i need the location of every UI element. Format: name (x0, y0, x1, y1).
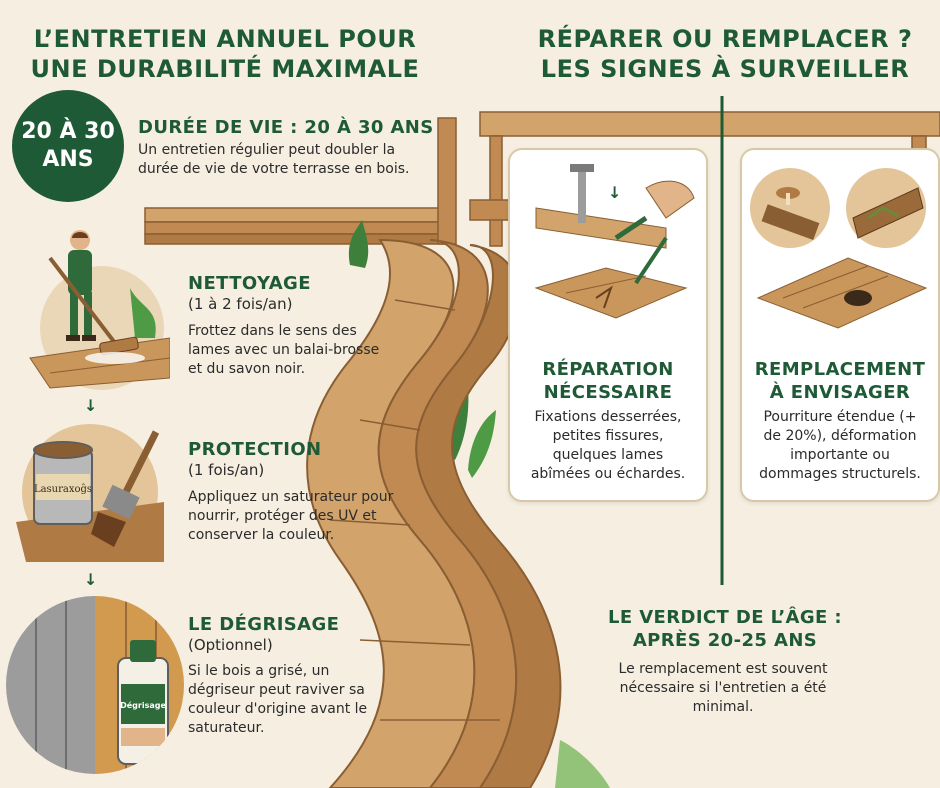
replace-card-title-line1: REMPLACEMENT (754, 359, 926, 380)
step-cleaning-frequency: (1 à 2 fois/an) (188, 295, 293, 313)
repair-card-title-line2: NÉCESSAIRE (543, 382, 673, 403)
lifespan-title: DURÉE DE VIE : 20 À 30 ANS (138, 117, 434, 138)
step-degreying-body: Si le bois a grisé, un dégriseur peut ra… (188, 663, 368, 736)
step-protection-body: Appliquez un saturateur pour nourrir, pr… (188, 489, 394, 543)
arrow-down-icon: ↓ (84, 570, 98, 589)
verdict-title: LE VERDICT DE L’ÂGE : APRÈS 20-25 ANS (580, 606, 870, 652)
deck-left-illustration (144, 117, 457, 245)
right-title-line2: LES SIGNES À SURVEILLER (540, 55, 910, 83)
verdict-title-line1: LE VERDICT DE L’ÂGE : (607, 607, 843, 628)
lifespan-body: Un entretien régulier peut doubler la du… (138, 142, 410, 177)
right-title: RÉPARER OU REMPLACER ? LES SIGNES À SURV… (520, 24, 930, 84)
step-protection-frequency: (1 fois/an) (188, 461, 265, 479)
verdict-body: Le remplacement est souvent nécessaire s… (618, 661, 828, 715)
protection-illustration: Lasuraxoĝs (16, 422, 164, 562)
cleaning-illustration (10, 228, 171, 390)
can-label: Lasuraxoĝs (34, 484, 92, 495)
left-title-line1: L’ENTRETIEN ANNUEL POUR (33, 25, 417, 53)
step-protection-title: PROTECTION (188, 439, 322, 460)
left-title-line2: UNE DURABILITÉ MAXIMALE (30, 55, 420, 83)
replace-card-title-line2: À ENVISAGER (769, 382, 911, 403)
repair-illustration: ↓ (534, 164, 695, 319)
wooden-path-illustration (306, 238, 562, 788)
replace-card-title: REMPLACEMENT À ENVISAGER (742, 358, 938, 404)
replace-card-body: Pourriture étendue (+ de 20%), déformati… (759, 409, 921, 482)
badge-line1: 20 À 30 (21, 119, 115, 144)
degreying-illustration: Dégrisage (6, 596, 184, 774)
replace-illustration (750, 168, 928, 329)
badge-line2: ANS (42, 147, 94, 172)
verdict-title-line2: APRÈS 20-25 ANS (632, 630, 818, 651)
repair-card: ↓ RÉPARATION NÉCESSAIRE Fixations desser… (508, 148, 708, 502)
step-cleaning-body: Frottez dans le sens des lames avec un b… (188, 323, 380, 377)
step-degreying-title: LE DÉGRISAGE (188, 614, 340, 635)
right-title-line1: RÉPARER OU REMPLACER ? (537, 25, 913, 53)
replace-card: REMPLACEMENT À ENVISAGER Pourriture éten… (740, 148, 940, 502)
repair-card-body: Fixations desserrées, petites fissures, … (530, 409, 686, 482)
lifespan-badge: 20 À 30 ANS (12, 90, 124, 202)
left-title: L’ENTRETIEN ANNUEL POUR UNE DURABILITÉ M… (20, 24, 430, 84)
bottle-label: Dégrisage (120, 700, 166, 710)
step-degreying-frequency: (Optionnel) (188, 636, 273, 654)
svg-text:↓: ↓ (608, 183, 621, 202)
arrow-down-icon: ↓ (84, 396, 98, 415)
repair-card-title: RÉPARATION NÉCESSAIRE (510, 358, 706, 404)
step-cleaning-title: NETTOYAGE (188, 273, 311, 294)
repair-card-title-line1: RÉPARATION (542, 359, 674, 380)
